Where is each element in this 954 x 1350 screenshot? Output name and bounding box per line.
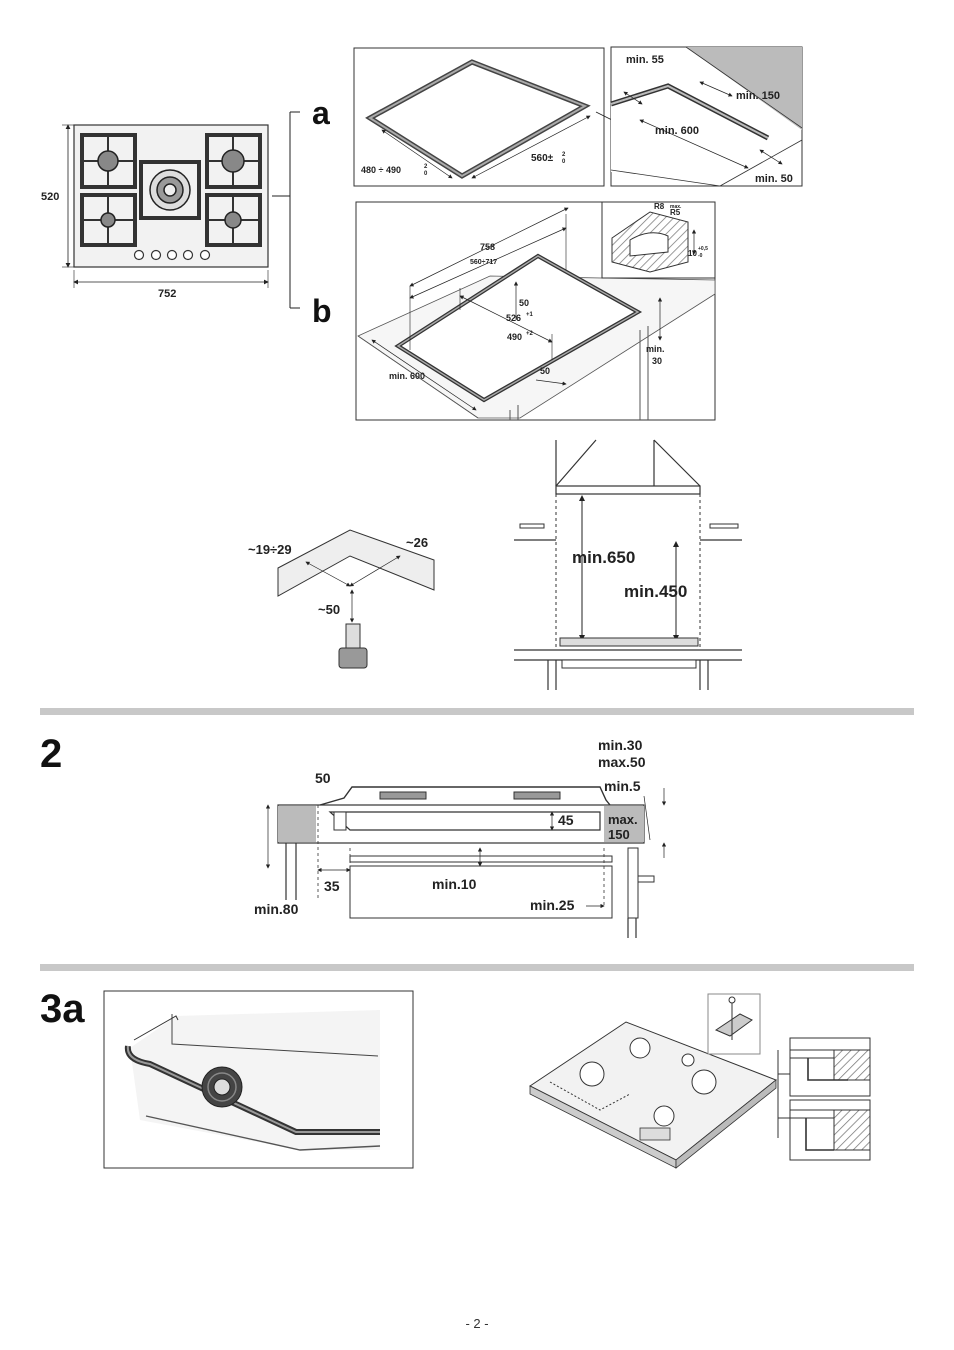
cut-560-717-dim: 560÷717 [470,259,497,266]
cut-min600-dim: min. 600 [389,371,425,381]
inset-r8: R8 [654,202,665,211]
nut-depth-dim: ~26 [406,535,428,550]
burner-top-left [80,133,137,189]
figure-2-number: 2 [40,732,62,776]
nut-height-dim: ~50 [318,602,340,617]
figure-2-section: 2 min.30 max.50 min.5 50 [40,732,667,938]
cut-526-tol: +1 [526,312,534,318]
hob-width-dim: 752 [158,288,176,300]
label-b: b [312,293,332,329]
hood-clearance: min.650 min.450 [514,439,742,690]
panel-b-cutout: 758 560÷717 50 526 +1 490 +2 min. 600 50… [355,201,716,421]
pan-support-detail: ~19÷29 ~26 ~50 [248,529,435,669]
fig2-45: 45 [558,812,574,828]
cut-50b-dim: 50 [540,366,550,376]
fig2-35: 35 [324,878,340,894]
section-divider-2 [40,964,914,971]
cut-490-dim: 490 [507,332,522,342]
figure-3a-section: 3a [40,987,871,1169]
clear-front-dim: min. 50 [755,173,793,185]
cut-490-tol: +2 [526,331,534,337]
seal-roll [201,1066,243,1108]
fig2-min5: min.5 [604,778,641,794]
clip-detail-top [789,1037,871,1097]
inset-r5: R5 [670,208,681,217]
seal-width-tol-top: 2 [562,152,566,158]
fig2-min80: min.80 [254,901,299,917]
cut-758-dim: 758 [480,242,495,252]
seal-depth-tol-bot: 0 [424,171,428,177]
fig2-min25: min.25 [530,897,575,913]
seal-width-dim: 560± [531,153,554,164]
cut-min-label: min. [646,344,665,354]
page-number: - 2 - [465,1316,489,1331]
hob-top-view: 520 752 a b [41,95,332,329]
inset-10: 10 [688,249,697,258]
inset-max: max. [670,204,682,210]
burner-top-right [205,133,262,189]
hood-min650-dim: min.650 [572,548,635,567]
inset-10-sub: -0 [698,253,703,259]
cut-30-dim: 30 [652,356,662,366]
fig2-min10: min.10 [432,876,477,892]
fig2-150: 150 [608,827,630,842]
fig2-50: 50 [315,770,331,786]
clear-side-dim: min. 150 [736,90,780,102]
burner-bottom-left [80,193,137,247]
corner-radius-inset: R8 max. R5 10 +0,5 -0 [601,201,716,279]
panel-a-clearance: min. 55 min. 150 min. 600 min. 50 [595,46,803,187]
seal-width-tol-bot: 0 [562,159,566,165]
label-a: a [312,95,330,131]
clip-detail-bottom [789,1099,871,1161]
seal-depth-dim: 480 ÷ 490 [361,165,401,175]
panel-a-seal: 480 ÷ 490 2 0 560± 2 0 [353,47,605,187]
hob-height-dim: 520 [41,191,59,203]
fig2-max: max. [608,812,638,827]
inset-10-sup: +0,5 [698,246,708,252]
hob-underside [529,1021,777,1169]
clear-depth-dim: min. 600 [655,125,699,137]
figure-3a-number: 3a [40,987,85,1031]
burner-bottom-right [205,193,262,247]
burner-center-wok [139,160,201,220]
fig2-min30: min.30 [598,737,643,753]
cut-526-dim: 526 [506,313,521,323]
fig2-max50: max.50 [598,754,646,770]
seal-depth-tol-top: 2 [424,164,428,170]
section-divider-1 [40,708,914,715]
hood-min450-dim: min.450 [624,582,687,601]
control-knobs [133,249,211,261]
cut-50-dim: 50 [519,298,529,308]
nut-width-dim: ~19÷29 [248,542,292,557]
clear-rear-dim: min. 55 [626,54,664,66]
